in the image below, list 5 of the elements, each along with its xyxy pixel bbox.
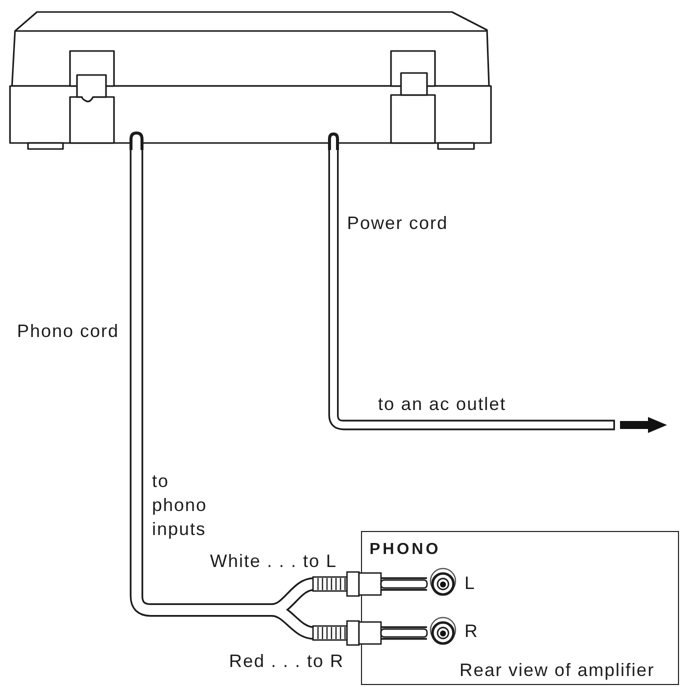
turntable-drawing <box>10 10 494 150</box>
power-cord <box>328 150 667 433</box>
phono-cord <box>271 603 427 640</box>
phono-cord <box>130 150 272 617</box>
panel-caption: Rear view of amplifier <box>460 660 655 680</box>
